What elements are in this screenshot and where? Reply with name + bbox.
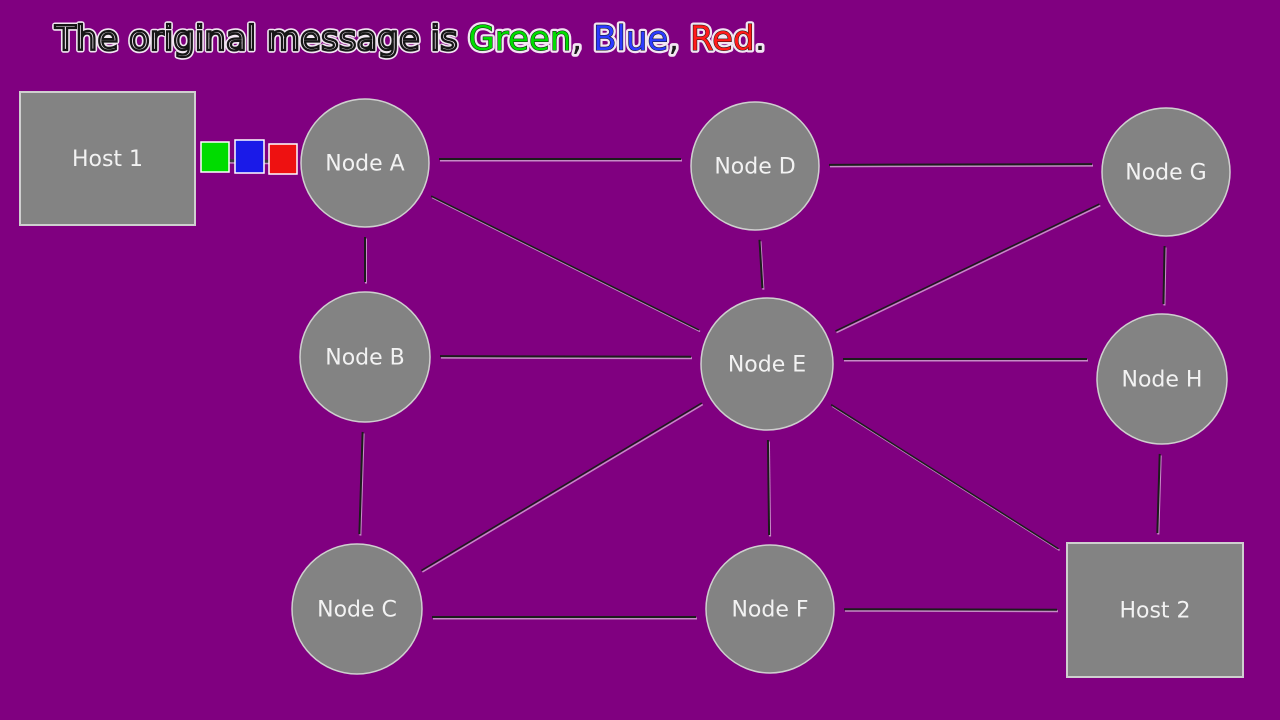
host-label-host2: Host 2 — [1119, 599, 1190, 624]
node-G: Node G — [1101, 107, 1231, 237]
packet-green — [200, 141, 230, 173]
node-label-H: Node H — [1122, 368, 1203, 393]
title-segment: The original message is — [54, 19, 469, 59]
link-F-host2 — [843, 608, 1059, 613]
link-C-E — [420, 402, 704, 573]
link-line — [843, 608, 1058, 611]
link-line — [758, 239, 764, 289]
title-segment: , — [668, 19, 690, 59]
link-line — [358, 431, 364, 535]
link-E-F — [766, 439, 772, 537]
link-D-E — [758, 239, 765, 290]
link-A-D — [439, 158, 682, 162]
link-line — [1162, 245, 1166, 305]
link-D-G — [828, 163, 1094, 168]
title-halo: The original message is Green, Blue, Red… — [54, 19, 765, 59]
node-label-E: Node E — [728, 353, 806, 378]
node-F: Node F — [705, 544, 835, 674]
link-B-E — [439, 355, 693, 360]
host-rect-host2 — [1066, 542, 1244, 678]
packet-red — [268, 143, 298, 175]
link-line — [835, 203, 1100, 332]
node-circle-G — [1101, 107, 1231, 237]
host-label-host1: Host 1 — [72, 147, 143, 172]
link-line — [1156, 453, 1161, 534]
node-circle-H — [1096, 313, 1228, 445]
link-underlay — [431, 196, 701, 333]
title-segment: Blue — [593, 19, 668, 59]
title: The original message is Green, Blue, Red… — [51, 16, 768, 62]
link-G-H — [1162, 245, 1167, 306]
node-circle-E — [700, 297, 834, 431]
packet-blue — [234, 139, 265, 174]
title-segment: , — [668, 19, 690, 59]
host-host2: Host 2 — [1066, 542, 1244, 678]
link-C-F — [432, 616, 697, 620]
node-circle-F — [705, 544, 835, 674]
host-host1: Host 1 — [19, 91, 196, 226]
title-segment: Red — [690, 19, 755, 59]
title-segment: , — [571, 19, 593, 59]
node-circle-D — [690, 101, 820, 231]
node-label-C: Node C — [317, 598, 397, 623]
title-segment: The original message is — [54, 19, 469, 59]
link-line — [420, 402, 703, 572]
link-underlay — [829, 164, 1094, 168]
link-underlay — [836, 204, 1101, 334]
node-label-A: Node A — [325, 152, 404, 177]
title-front: The original message is Green, Blue, Red… — [54, 19, 765, 59]
link-line — [830, 404, 1059, 550]
node-E: Node E — [700, 297, 834, 431]
shapes: Host 1 Host 2 Node A Node D Node G Node B Node… — [19, 91, 1244, 678]
link-line — [766, 439, 771, 536]
link-underlay — [1163, 247, 1167, 306]
link-line — [430, 195, 700, 331]
title-segment: Blue — [593, 19, 668, 59]
node-label-D: Node D — [714, 155, 795, 180]
link-A-E — [430, 195, 701, 333]
node-A: Node A — [300, 98, 430, 228]
node-label-G: Node G — [1125, 161, 1206, 186]
node-B: Node B — [299, 291, 431, 423]
title-segment: Red — [690, 19, 755, 59]
node-circle-A — [300, 98, 430, 228]
link-A-B — [364, 237, 367, 284]
link-underlay — [1157, 455, 1162, 535]
node-H: Node H — [1096, 313, 1228, 445]
link-G-E — [835, 203, 1101, 334]
link-B-C — [358, 431, 365, 536]
node-label-F: Node F — [731, 598, 808, 623]
link-underlay — [421, 403, 704, 573]
host-rect-host1 — [19, 91, 196, 226]
link-line — [828, 163, 1093, 166]
link-line — [439, 355, 692, 358]
link-H-host2 — [1156, 453, 1162, 535]
packets — [200, 139, 298, 175]
link-underlay — [440, 356, 693, 360]
title-segment: Green — [469, 19, 572, 59]
node-circle-C — [291, 543, 423, 675]
link-underlay — [359, 433, 365, 536]
link-underlay — [844, 609, 1059, 613]
link-E-host2 — [830, 404, 1060, 551]
node-D: Node D — [690, 101, 820, 231]
link-E-H — [843, 358, 1088, 362]
title-segment: . — [755, 19, 766, 59]
links — [204, 158, 1167, 620]
title-segment: Green — [469, 19, 572, 59]
node-circle-B — [299, 291, 431, 423]
title-segment: . — [755, 19, 766, 59]
node-label-B: Node B — [325, 346, 405, 371]
node-C: Node C — [291, 543, 423, 675]
title-segment: , — [571, 19, 593, 59]
